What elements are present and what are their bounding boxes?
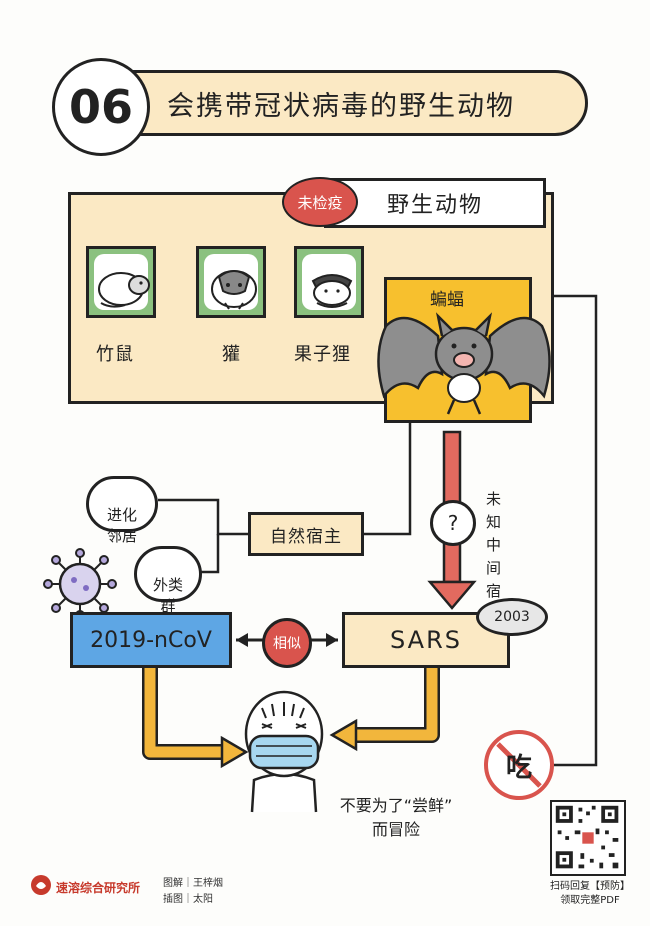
- bamboo-rat-card: [86, 246, 156, 318]
- section-number: 06: [52, 58, 150, 156]
- no-eating-wildlife-icon: 吃: [484, 730, 554, 800]
- similar-badge: 相似: [262, 618, 312, 668]
- animal-label-civet: 果子狸: [294, 344, 351, 365]
- animal-label-badger: 獾: [222, 344, 241, 365]
- qr-instruction: 扫码回复【预防】 领取完整PDF: [550, 881, 630, 906]
- credits: 图解｜王梓烟 插图｜太阳: [163, 876, 223, 908]
- question-mark-icon: ?: [430, 500, 476, 546]
- natural-host-box: 自然宿主: [248, 512, 364, 556]
- quarantine-tag: 未检疫: [282, 177, 358, 227]
- evolution-neighbor-text: 进化 邻居: [106, 506, 137, 545]
- outgroup-bubble: 外类 群: [134, 546, 202, 615]
- credit-drawing: 插图｜太阳: [163, 894, 213, 905]
- qr-code[interactable]: [550, 800, 626, 876]
- brand-name: 速溶综合研究所: [56, 881, 141, 895]
- masked-person-icon: [244, 690, 324, 813]
- brand-logo-icon: [31, 875, 51, 895]
- sars-box: SARS: [342, 612, 510, 668]
- bat-label: 蝙蝠: [430, 290, 464, 310]
- civet-icon: [311, 274, 353, 308]
- sars-year-badge: 2003: [476, 598, 548, 636]
- bat-icon: [377, 312, 551, 415]
- virus-icon: [43, 548, 117, 620]
- outgroup-text: 外类 群: [152, 576, 183, 615]
- animal-label-bamboo-rat: 竹鼠: [96, 344, 134, 365]
- badger-card: [196, 246, 266, 318]
- civet-card: [294, 246, 364, 318]
- evolution-neighbor-bubble: 进化 邻居: [86, 476, 158, 545]
- wild-animals-label: 野生动物: [324, 178, 546, 228]
- bamboo-rat-icon: [98, 272, 150, 308]
- page-title: 会携带冠状病毒的野生动物: [128, 70, 588, 136]
- credit-illustration: 图解｜王梓烟: [163, 878, 223, 889]
- ncov-box: 2019-nCoV: [70, 612, 232, 668]
- warning-text: 不要为了“尝鲜” 而冒险: [339, 796, 453, 839]
- badger-icon: [211, 270, 257, 310]
- no-eat-text: 吃: [505, 752, 532, 783]
- prohibit-slash-icon: [496, 742, 542, 788]
